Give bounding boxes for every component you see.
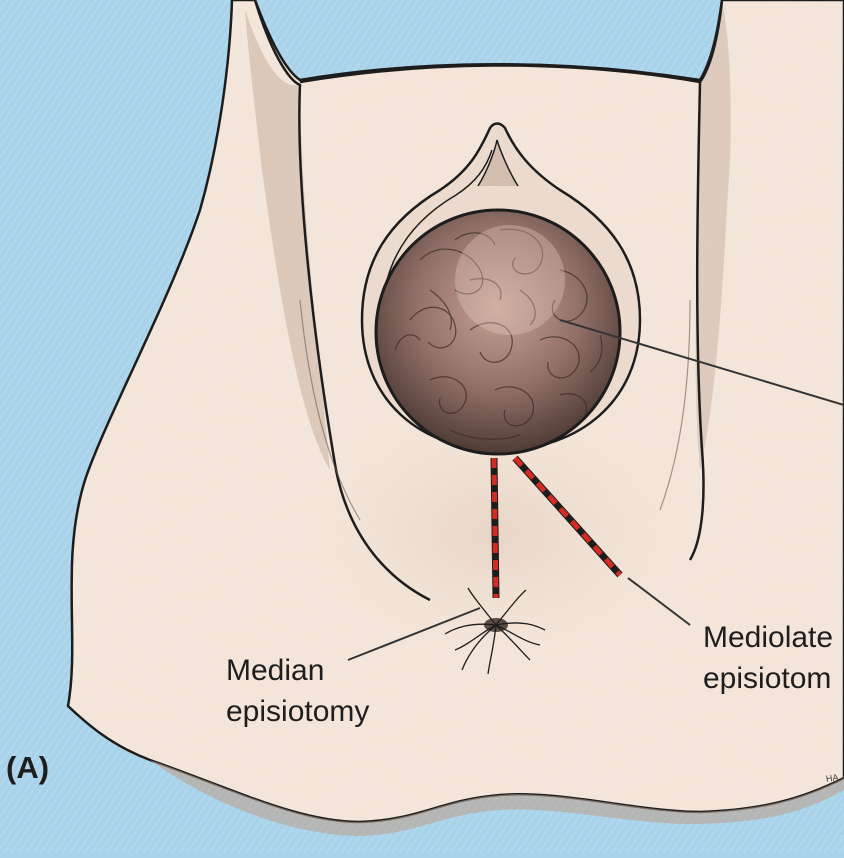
median-label-line-1: Median xyxy=(226,650,369,691)
mediolateral-episiotomy-label: Mediolate episiotom xyxy=(703,617,833,699)
artist-signature: HA xyxy=(825,773,839,784)
median-label-line-2: episiotomy xyxy=(226,691,369,732)
mediolateral-label-line-1: Mediolate xyxy=(703,617,833,658)
panel-label: (A) xyxy=(6,752,49,783)
mediolateral-label-line-2: episiotom xyxy=(703,658,833,699)
median-episiotomy-label: Median episiotomy xyxy=(226,650,369,732)
